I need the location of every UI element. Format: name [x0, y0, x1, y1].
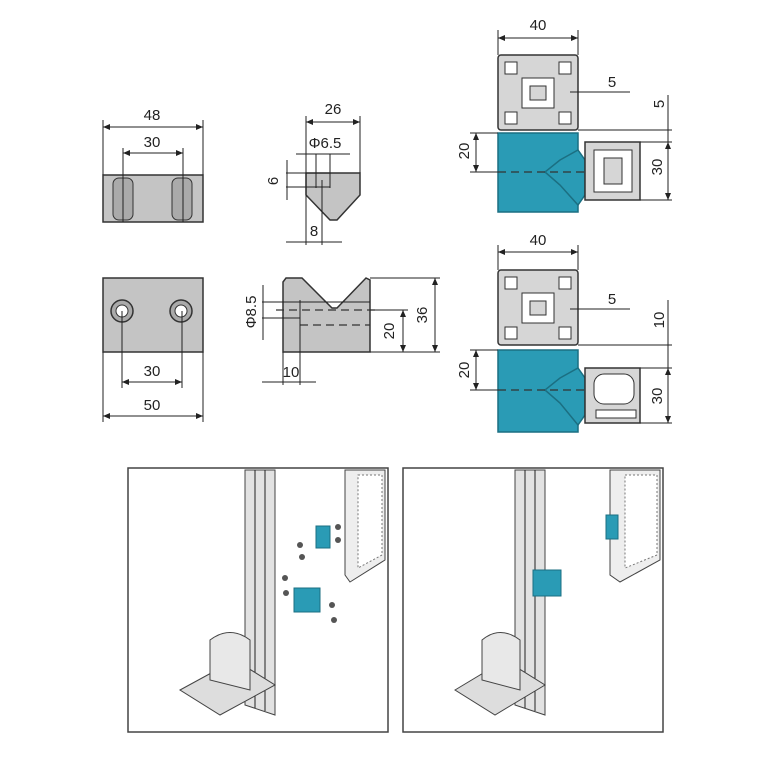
dim-block-height: 20	[456, 143, 473, 160]
dim-width: 40	[530, 232, 547, 249]
connector-block	[605, 514, 619, 540]
dim-top-offset: 10	[651, 312, 668, 329]
dim-offset: 8	[310, 223, 318, 240]
installation-illustration-assembled	[402, 467, 664, 733]
block-side-front-view: Φ8.5 10 20 36	[243, 277, 440, 385]
dim-profile-height: 30	[649, 159, 666, 176]
dim-hole-dia: Φ8.5	[243, 296, 260, 329]
assembly-lower: 40 5 10 20 30	[456, 232, 672, 433]
dim-slot: 5	[608, 291, 616, 308]
dim-hole-height: 20	[381, 323, 398, 340]
dim-block-height: 20	[456, 362, 473, 379]
dim-height: 36	[414, 307, 431, 324]
connector-block	[532, 569, 562, 597]
dim-hole-dia: Φ6.5	[309, 135, 342, 152]
dim-hole-spacing: 30	[144, 363, 161, 380]
connector-block	[293, 587, 321, 613]
dim-offset: 10	[283, 364, 300, 381]
dim-width: 40	[530, 17, 547, 34]
dim-width: 48	[144, 107, 161, 124]
block-side-top-view: 26 Φ6.5 6 8	[265, 101, 361, 245]
dim-profile-height: 30	[649, 388, 666, 405]
dim-hole-spacing: 30	[144, 134, 161, 151]
installation-illustration-exploded	[127, 467, 389, 733]
assembly-upper: 40 5 5 20 30	[456, 17, 672, 213]
block-top-view: 48 30	[102, 107, 204, 223]
dim-length: 50	[144, 397, 161, 414]
dim-slot: 5	[608, 74, 616, 91]
block-plan-view: 30 50	[102, 277, 204, 422]
dim-width: 26	[325, 101, 342, 118]
connector-block	[315, 525, 331, 549]
dim-depth: 6	[265, 177, 282, 185]
dim-top-offset: 5	[651, 100, 668, 108]
